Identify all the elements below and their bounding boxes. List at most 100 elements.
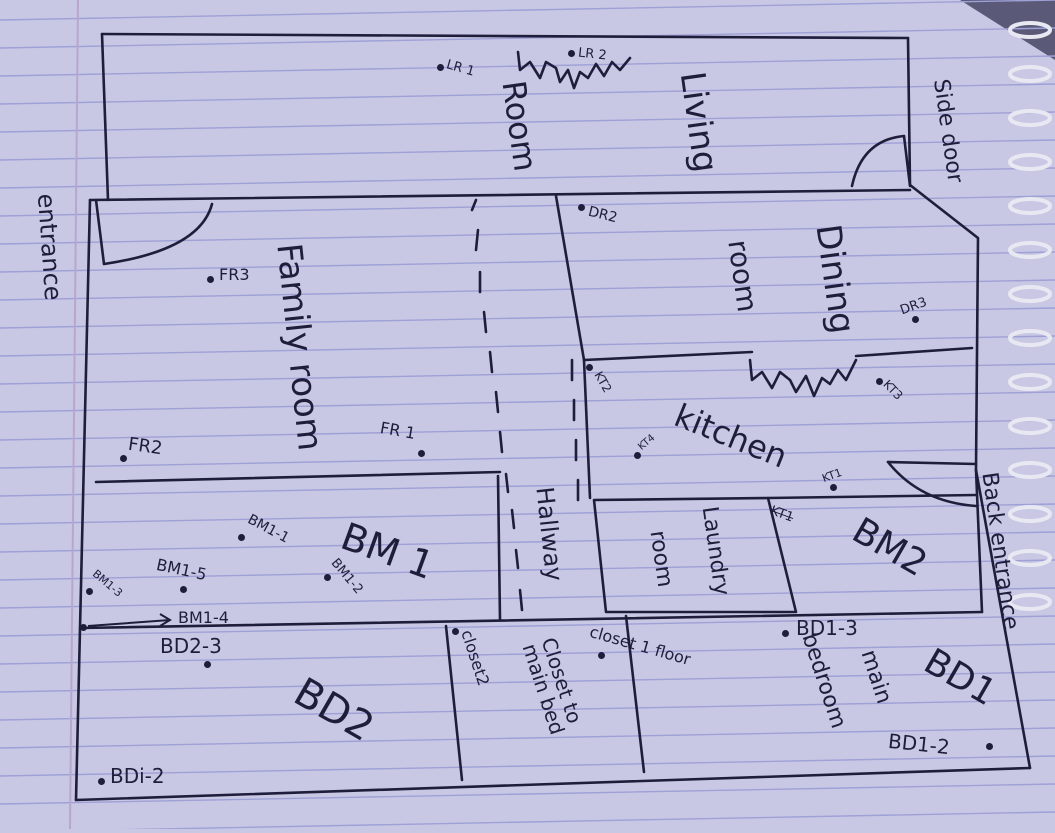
- living-room-wall: [88, 188, 912, 202]
- lr2-dot: [568, 50, 575, 57]
- ruled-line: [0, 559, 1055, 581]
- entrance-door-leaf: [94, 198, 106, 266]
- ruled-line: [0, 223, 1055, 245]
- ruled-line: [0, 755, 1055, 777]
- paper-shadow: [960, 0, 1055, 60]
- closet-main-bed-wall: [624, 614, 646, 774]
- closet1-floor-dot: [598, 652, 605, 659]
- ruled-line: [0, 531, 1055, 553]
- ruled-line: [0, 503, 1055, 525]
- ruled-line: [0, 251, 1055, 273]
- left-wall-upper: [100, 32, 110, 202]
- fr3-label: FR3: [219, 265, 250, 284]
- ruled-line: [0, 363, 1055, 385]
- side-door-leaf: [902, 134, 912, 188]
- ruled-line: [0, 307, 1055, 329]
- bm2-right-wall: [974, 468, 984, 614]
- spiral-ring: [1008, 65, 1052, 83]
- ruled-line: [0, 111, 1055, 133]
- ruled-line: [0, 671, 1055, 693]
- ruled-line: [0, 699, 1055, 721]
- spiral-ring: [1008, 21, 1052, 39]
- entrance-label: entrance: [31, 192, 68, 302]
- spiral-ring: [1008, 285, 1052, 303]
- kitchen-top-wall: [582, 346, 974, 362]
- kt3-dot: [876, 378, 883, 385]
- bd1-2-dot: [986, 743, 993, 750]
- bd1-3-label: BD1-3: [796, 616, 858, 640]
- fr2-dot: [120, 455, 127, 462]
- left-wall-lower: [74, 198, 92, 802]
- bdi-2-dot: [98, 778, 105, 785]
- kt4-dot: [634, 452, 641, 459]
- ruled-line: [0, 727, 1055, 749]
- kt2-dot: [586, 364, 593, 371]
- dining-room-left-wall: [554, 194, 586, 362]
- spiral-ring: [1008, 549, 1052, 567]
- laundry-room-wall: [592, 496, 798, 614]
- ruled-line: [0, 83, 1055, 105]
- lr2-label: LR 2: [577, 45, 608, 64]
- kitchen-left-wall: [582, 358, 592, 500]
- closet2-dot: [452, 628, 459, 635]
- fr3-dot: [207, 276, 214, 283]
- ruled-line: [0, 419, 1055, 441]
- closet2-wall: [444, 624, 464, 782]
- spiral-ring: [1008, 373, 1052, 391]
- spiral-ring: [1008, 241, 1052, 259]
- bm1-5-dot: [180, 586, 187, 593]
- bm2-top-wall: [766, 493, 978, 500]
- bdi-2-label: BDi-2: [110, 764, 165, 788]
- spiral-ring: [1008, 197, 1052, 215]
- lr1-dot: [437, 64, 444, 71]
- spiral-binding: [1008, 21, 1052, 611]
- side-door-swing: [850, 134, 906, 188]
- entrance-door-swing: [102, 202, 214, 266]
- bd2-3-label: BD2-3: [160, 634, 222, 658]
- ruled-line: [0, 335, 1055, 357]
- bedroom-row-wall: [78, 610, 984, 630]
- bm1-right-wall: [496, 474, 502, 622]
- fr2-label: FR2: [126, 433, 164, 460]
- bm1-3-dot: [86, 588, 93, 595]
- ruled-line: [0, 475, 1055, 497]
- ruled-line: [0, 27, 1055, 49]
- ruled-line: [0, 447, 1055, 469]
- bottom-wall: [74, 766, 1032, 802]
- spiral-ring: [1008, 505, 1052, 523]
- top-wall: [100, 32, 910, 40]
- dining-room-label-room: room: [721, 237, 765, 315]
- ruled-line: [0, 279, 1055, 301]
- dr3-dot: [912, 316, 919, 323]
- spiral-ring: [1008, 329, 1052, 347]
- bd1-2-right-label: BD1-2: [886, 728, 951, 760]
- ruled-line: [0, 195, 1055, 217]
- right-wall-lower: [908, 183, 980, 472]
- bd1-3-dot: [782, 630, 789, 637]
- ruled-line: [0, 783, 1055, 805]
- ruled-line: [0, 643, 1055, 665]
- bm1-4-label: BM1-4: [178, 608, 229, 627]
- dr2-dot: [578, 204, 585, 211]
- right-wall-upper: [906, 36, 912, 187]
- ruled-line: [0, 167, 1055, 189]
- ruled-line: [0, 0, 1055, 21]
- living-room-fixture: [516, 50, 632, 90]
- kt1-dot: [830, 484, 837, 491]
- ruled-line: [0, 391, 1055, 413]
- floor-plan-walls: [74, 32, 1032, 802]
- bd2-3-dot: [204, 661, 211, 668]
- spiral-ring: [1008, 593, 1052, 611]
- family-room-bottom-wall: [94, 470, 502, 484]
- ruled-line: [0, 587, 1055, 609]
- back-entrance-swing: [886, 460, 978, 508]
- bm1-2-dot: [324, 574, 331, 581]
- spiral-ring: [1008, 461, 1052, 479]
- spiral-ring: [1008, 417, 1052, 435]
- kitchen-fixture: [748, 358, 858, 398]
- spiral-ring: [1008, 153, 1052, 171]
